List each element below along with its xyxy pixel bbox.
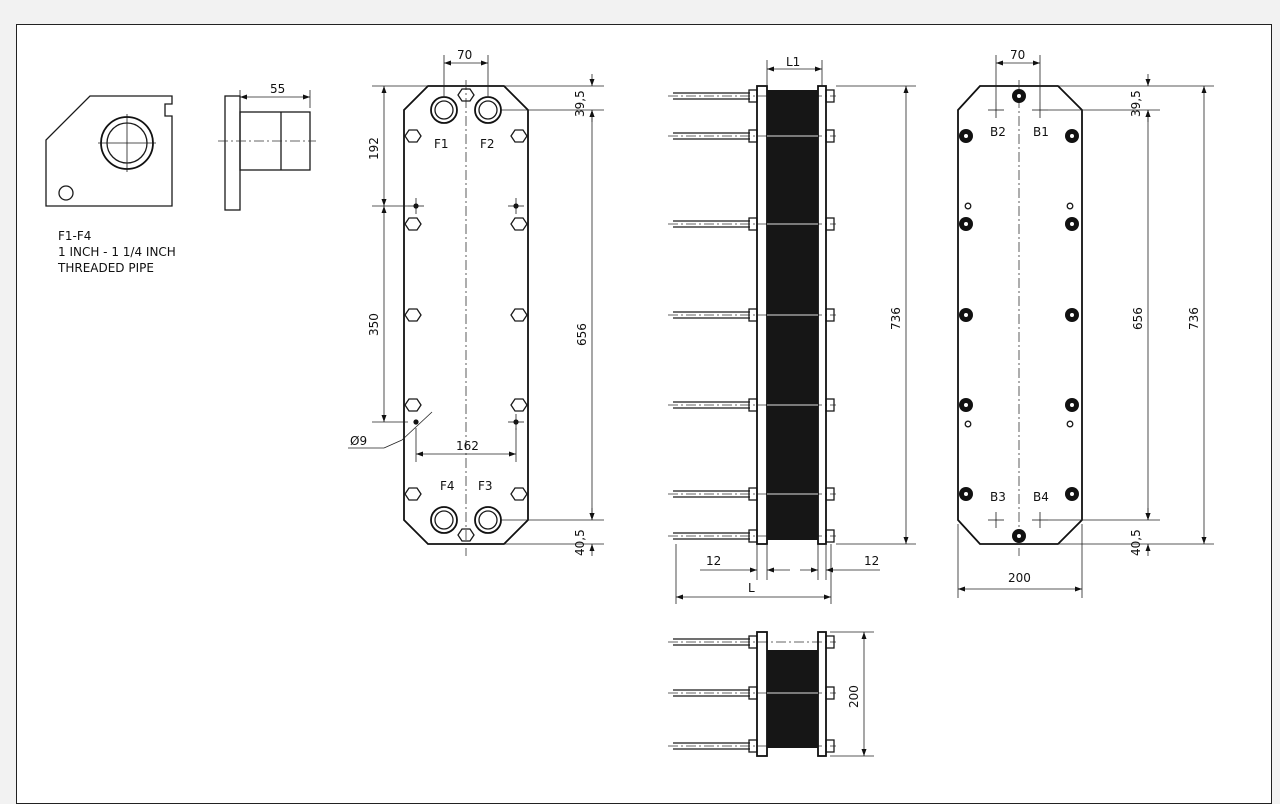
- dim-736-side-label: 736: [889, 307, 903, 330]
- port-detail-side-view: 55: [218, 82, 316, 211]
- back-view: B2 B1 B3 B4 70 656 39,5 40,5 736 200: [957, 48, 1214, 598]
- dim-656-back-label: 656: [1131, 307, 1145, 330]
- dim-70-front-label: 70: [457, 48, 472, 62]
- dim-39-5-front-label: 39,5: [573, 90, 587, 117]
- dim-350-label: 350: [367, 313, 381, 336]
- dim-12-left-label: 12: [706, 554, 721, 568]
- dim-70-back-label: 70: [1010, 48, 1025, 62]
- mounting-hole: [58, 185, 74, 201]
- bottom-frame-plate: [756, 631, 768, 757]
- label-f2: F2: [480, 137, 495, 151]
- port-detail-front-view: [45, 95, 173, 207]
- dim-l1-label: L1: [786, 55, 800, 69]
- dim-162-label: 162: [456, 439, 479, 453]
- ports-note-type: THREADED PIPE: [57, 261, 154, 275]
- bottom-pressure-plate: [817, 631, 827, 757]
- dim-40-5-back-label: 40,5: [1129, 529, 1143, 556]
- flange-plate: [224, 95, 241, 211]
- label-f1: F1: [434, 137, 449, 151]
- back-bolt-set: [959, 129, 1079, 501]
- bottom-view: 200: [668, 631, 874, 757]
- port-f4: [430, 506, 458, 534]
- dim-656-front-label: 656: [575, 323, 589, 346]
- label-b1: B1: [1033, 125, 1049, 139]
- label-b4: B4: [1033, 490, 1049, 504]
- dim-39-5-back-label: 39,5: [1129, 90, 1143, 117]
- dim-40-5-front-label: 40,5: [573, 529, 587, 556]
- bolt-hex-set: [404, 88, 528, 542]
- label-b3: B3: [990, 490, 1006, 504]
- dim-200-width-label: 200: [1008, 571, 1031, 585]
- dim-hole-diameter-label: Ø9: [350, 434, 367, 448]
- technical-drawing: 55 F1-F4 1 INCH - 1 1/4 INCH THREADED PI…: [45, 48, 1214, 757]
- side-view: L1 736 12 12 L: [668, 55, 916, 604]
- dim-l-label: L: [748, 581, 755, 595]
- connection-plate-outline: [45, 95, 173, 207]
- back-plate-outline: [957, 85, 1083, 545]
- label-f4: F4: [440, 479, 455, 493]
- ports-note-title: F1-F4: [58, 229, 91, 243]
- bottom-plate-pack: [767, 650, 818, 748]
- dim-200-depth-label: 200: [847, 685, 861, 708]
- dim-736-back-label: 736: [1187, 307, 1201, 330]
- label-f3: F3: [478, 479, 493, 493]
- port-f1: [430, 96, 458, 124]
- front-view: F1 F2 F4 F3 70 192 350 Ø9 162 656: [348, 48, 604, 556]
- dim-12-right-label: 12: [864, 554, 879, 568]
- dim-55-label: 55: [270, 82, 285, 96]
- label-b2: B2: [990, 125, 1006, 139]
- ports-note-size: 1 INCH - 1 1/4 INCH: [58, 245, 176, 259]
- dim-192-label: 192: [367, 137, 381, 160]
